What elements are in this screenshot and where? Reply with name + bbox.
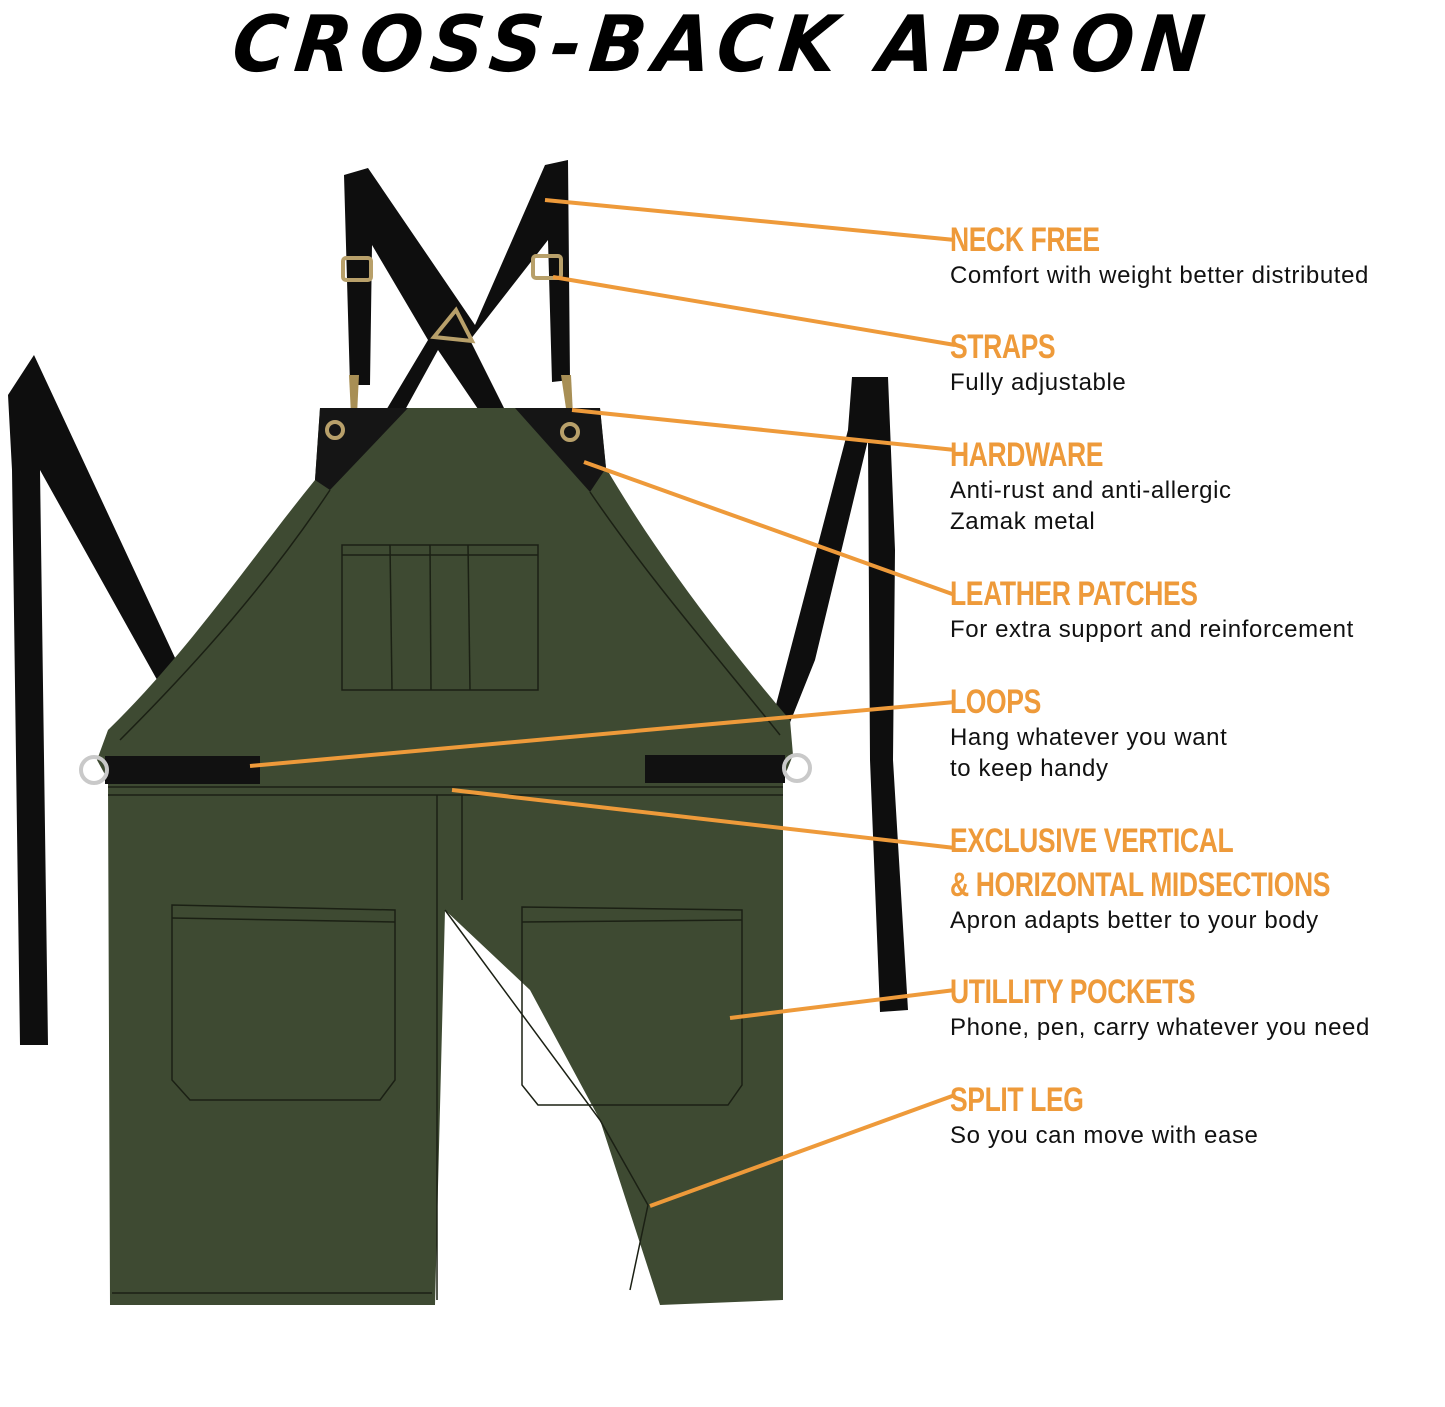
callout-hardware bbox=[571, 408, 956, 452]
callout-loops bbox=[249, 700, 956, 768]
cross-back-straps bbox=[344, 160, 570, 412]
left-grommet bbox=[325, 420, 345, 440]
feature-description: For extra support and reinforcement bbox=[950, 616, 1354, 643]
callout-lines bbox=[249, 198, 956, 1208]
right-slider-buckle bbox=[531, 254, 563, 280]
feature-description: Fully adjustable bbox=[950, 369, 1127, 396]
callout-utility-pockets bbox=[729, 988, 956, 1020]
right-d-ring bbox=[782, 753, 812, 783]
left-loop bbox=[105, 756, 260, 784]
callout-leather-patches bbox=[583, 460, 956, 597]
feature-utility-pockets: UTILLITY POCKETS Phone, pen, carry whate… bbox=[950, 972, 1370, 1043]
apron-body bbox=[97, 408, 793, 1305]
feature-hardware: HARDWARE Anti-rust and anti-allergic Zam… bbox=[950, 435, 1232, 537]
callout-split-leg bbox=[649, 1093, 956, 1208]
left-slider-buckle bbox=[341, 256, 373, 282]
callout-midsections bbox=[451, 788, 956, 850]
feature-heading: LEATHER PATCHES bbox=[950, 575, 1198, 613]
right-utility-pocket bbox=[521, 906, 743, 1106]
feature-heading: STRAPS bbox=[950, 328, 1056, 366]
split-leg bbox=[444, 909, 649, 1291]
feature-loops: LOOPS Hang whatever you want to keep han… bbox=[950, 682, 1227, 784]
chest-pocket bbox=[341, 544, 539, 691]
callout-neck-free bbox=[544, 198, 956, 242]
right-loop bbox=[645, 755, 785, 783]
feature-description: Hang whatever you want bbox=[950, 724, 1228, 751]
left-leather-patch bbox=[315, 408, 408, 490]
callout-straps bbox=[552, 275, 956, 347]
triangle-ring bbox=[430, 306, 476, 344]
feature-midsections: EXCLUSIVE VERTICAL & HORIZONTAL MIDSECTI… bbox=[950, 821, 1437, 936]
feature-description: Anti-rust and anti-allergic bbox=[950, 477, 1232, 504]
feature-straps: STRAPS Fully adjustable bbox=[950, 327, 1126, 398]
feature-heading: EXCLUSIVE VERTICAL bbox=[950, 822, 1234, 860]
feature-description-line-2: to keep handy bbox=[950, 755, 1109, 782]
left-d-ring bbox=[79, 755, 109, 785]
left-swivel-clasp bbox=[349, 375, 359, 415]
feature-description: Phone, pen, carry whatever you need bbox=[950, 1014, 1370, 1041]
feature-heading: NECK FREE bbox=[950, 221, 1100, 259]
right-waist-tie bbox=[772, 377, 908, 1012]
feature-heading: HARDWARE bbox=[950, 436, 1104, 474]
feature-heading: LOOPS bbox=[950, 683, 1041, 721]
right-swivel-clasp bbox=[561, 375, 573, 415]
feature-split-leg: SPLIT LEG So you can move with ease bbox=[950, 1080, 1259, 1151]
feature-heading-line-2: & HORIZONTAL MIDSECTIONS bbox=[950, 866, 1331, 904]
feature-heading: UTILLITY POCKETS bbox=[950, 973, 1196, 1011]
feature-neck-free: NECK FREE Comfort with weight better dis… bbox=[950, 220, 1369, 291]
left-waist-tie bbox=[8, 355, 190, 1045]
left-utility-pocket bbox=[171, 904, 396, 1101]
right-grommet bbox=[560, 422, 580, 442]
feature-leather-patches: LEATHER PATCHES For extra support and re… bbox=[950, 574, 1354, 645]
feature-heading: SPLIT LEG bbox=[950, 1081, 1084, 1119]
right-leather-patch bbox=[515, 408, 606, 492]
feature-description: Apron adapts better to your body bbox=[950, 907, 1319, 934]
feature-description-line-2: Zamak metal bbox=[950, 508, 1096, 535]
feature-description: Comfort with weight better distributed bbox=[950, 262, 1369, 289]
feature-description: So you can move with ease bbox=[950, 1122, 1259, 1149]
